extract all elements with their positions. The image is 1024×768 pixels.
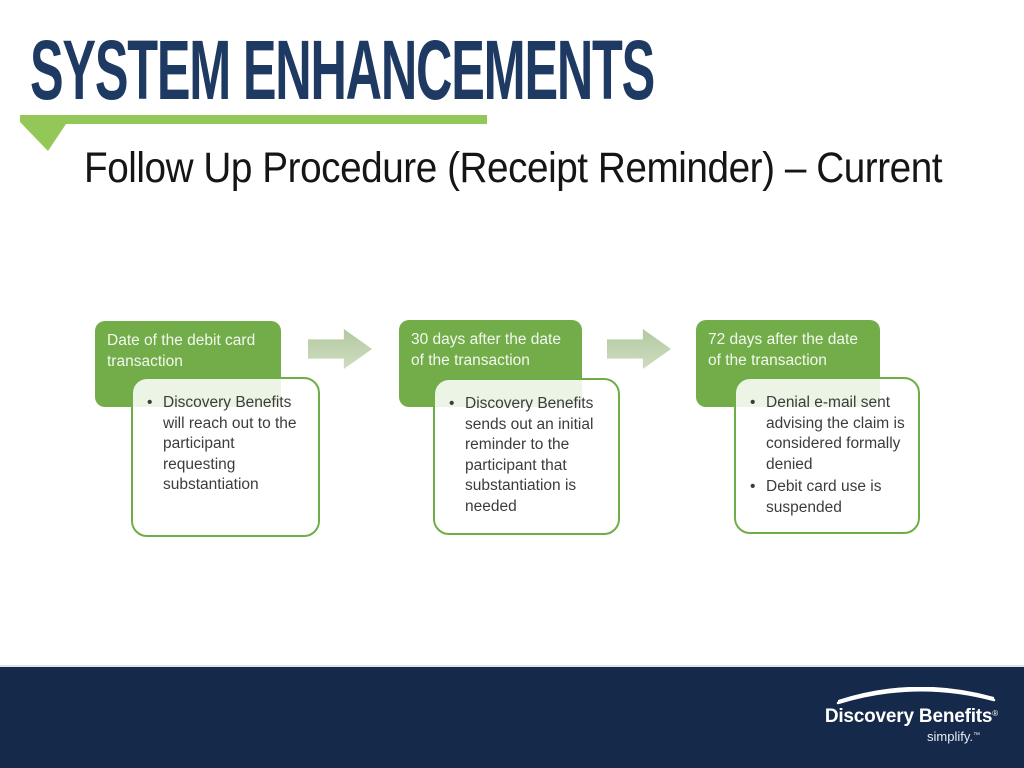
bullet-item: Discovery Benefits will reach out to the… <box>145 393 310 496</box>
step3-header-box: 72 days after the date of the transactio… <box>696 320 880 407</box>
slide-footer: Discovery Benefits® simplify.™ <box>0 665 1024 768</box>
registered-mark: ® <box>992 709 998 718</box>
step3-header-text: 72 days after the date of the transactio… <box>708 331 858 369</box>
logo-swoosh-icon <box>836 687 996 705</box>
step2-header-text: 30 days after the date of the transactio… <box>411 331 561 369</box>
step1-bullet-list: Discovery Benefits will reach out to the… <box>145 393 310 496</box>
discovery-benefits-logo: Discovery Benefits® simplify.™ <box>798 687 998 744</box>
trademark-mark: ™ <box>973 732 980 739</box>
bullet-item: Denial e-mail sent advising the claim is… <box>748 393 910 475</box>
bullet-item: Discovery Benefits sends out an initial … <box>447 394 610 517</box>
right-arrow-icon <box>607 329 671 369</box>
step2-bullet-list: Discovery Benefits sends out an initial … <box>447 394 610 517</box>
slide-subtitle: Follow Up Procedure (Receipt Reminder) –… <box>84 144 943 192</box>
brand-tagline: simplify.™ <box>798 729 998 744</box>
bullet-item: Debit card use is suspended <box>748 477 910 518</box>
step3-detail-box: Denial e-mail sent advising the claim is… <box>734 377 920 534</box>
step2-detail-box: Discovery Benefits sends out an initial … <box>433 378 620 535</box>
step1-detail-box: Discovery Benefits will reach out to the… <box>131 377 320 537</box>
tagline-text: simplify. <box>927 729 973 744</box>
brand-name-text: Discovery Benefits <box>824 706 993 727</box>
brand-name: Discovery Benefits® <box>798 706 998 728</box>
slide-title: SYSTEM ENHANCEMENTS <box>30 23 655 117</box>
checkmark-underline-icon <box>20 115 487 151</box>
step1-header-text: Date of the debit card transaction <box>107 332 256 370</box>
right-arrow-icon <box>308 329 372 369</box>
step3-bullet-list: Denial e-mail sent advising the claim is… <box>748 393 910 518</box>
